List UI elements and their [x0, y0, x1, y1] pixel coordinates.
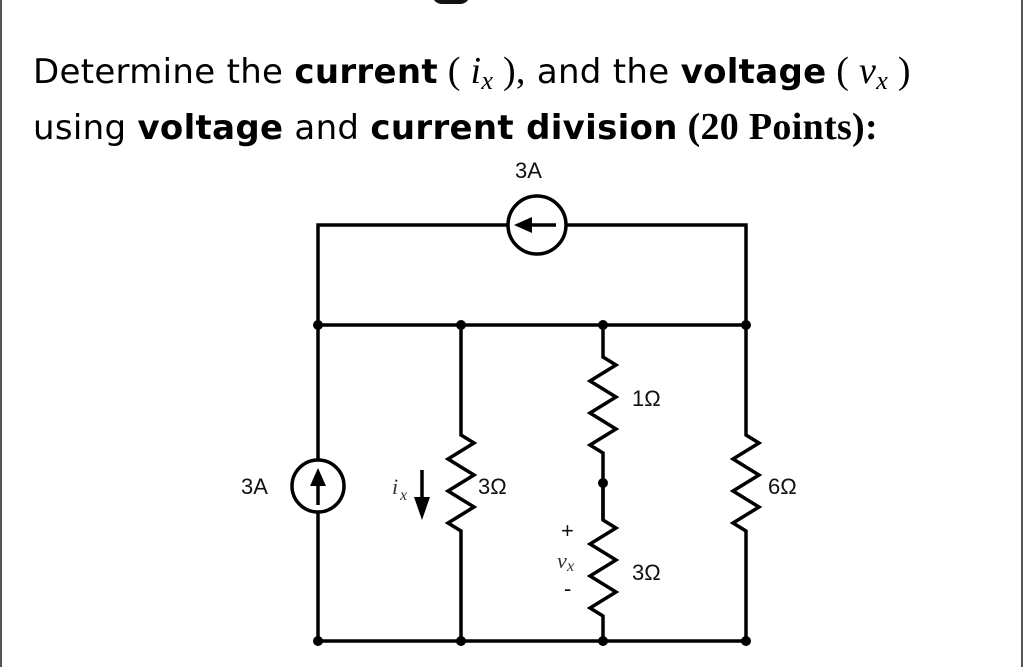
- paren-close: ): [888, 50, 911, 92]
- label-r-6ohm: 6Ω: [768, 474, 797, 499]
- label-r-3ohm-branch3: 3Ω: [632, 560, 661, 585]
- frame-right-border: [1021, 0, 1023, 667]
- text-prefix: Determine the: [33, 52, 295, 92]
- label-top-source: 3A: [515, 158, 542, 183]
- var-vx-base: v: [859, 50, 877, 92]
- wire-branch4: [729, 323, 763, 643]
- text-current-division-bold: current division: [370, 108, 678, 148]
- wire-top-left: [316, 223, 509, 327]
- clipped-text-fragment: [432, 0, 470, 4]
- label-vx-sub: x: [566, 558, 574, 575]
- node-dot: [598, 320, 608, 330]
- label-vx-plus: +: [561, 518, 574, 543]
- label-ix: i: [392, 474, 398, 499]
- var-vx-sub: x: [876, 66, 889, 95]
- frame-left-border: [0, 0, 2, 667]
- label-r-1ohm: 1Ω: [632, 386, 661, 411]
- wire-branch3-bottom: [586, 478, 620, 643]
- node-dot: [741, 636, 751, 646]
- paren-close: ),: [493, 50, 526, 92]
- arrow-left-icon: [514, 217, 556, 233]
- text-current-bold: current: [294, 52, 438, 92]
- paren-open: (: [437, 50, 471, 92]
- text-prefix: using: [33, 108, 138, 148]
- node-dot: [598, 636, 608, 646]
- problem-statement-line-1: Determine the current ( ix ), and the vo…: [33, 52, 911, 94]
- text-middle: and the: [525, 52, 681, 92]
- label-vx: v: [557, 548, 567, 573]
- label-left-source: 3A: [241, 474, 268, 499]
- paren-open: (: [826, 50, 860, 92]
- var-ix-sub: x: [481, 66, 494, 95]
- label-r-3ohm-branch2: 3Ω: [478, 474, 507, 499]
- node-dot: [313, 636, 323, 646]
- text-voltage-bold: voltage: [680, 52, 827, 92]
- label-vx-minus: -: [564, 576, 571, 601]
- wire-top-right: [565, 223, 748, 327]
- arrow-up-icon: [310, 468, 326, 505]
- var-ix: ix: [470, 50, 494, 95]
- text-points: (20 Points):: [677, 106, 878, 148]
- problem-statement-line-2: using voltage and current division (20 P…: [33, 108, 878, 146]
- text-voltage-bold: voltage: [137, 108, 284, 148]
- var-ix-base: i: [470, 50, 482, 92]
- text-middle: and: [283, 108, 371, 148]
- node-dot: [741, 320, 751, 330]
- var-vx: vx: [859, 50, 889, 95]
- node-dot: [456, 636, 466, 646]
- node-dot: [598, 478, 608, 488]
- node-dot: [456, 320, 466, 330]
- arrow-down-icon: [414, 470, 430, 520]
- node-dot: [313, 320, 323, 330]
- wire-branch2: [444, 323, 478, 643]
- label-ix-sub: x: [399, 487, 407, 504]
- wire-branch3-top: [586, 323, 620, 520]
